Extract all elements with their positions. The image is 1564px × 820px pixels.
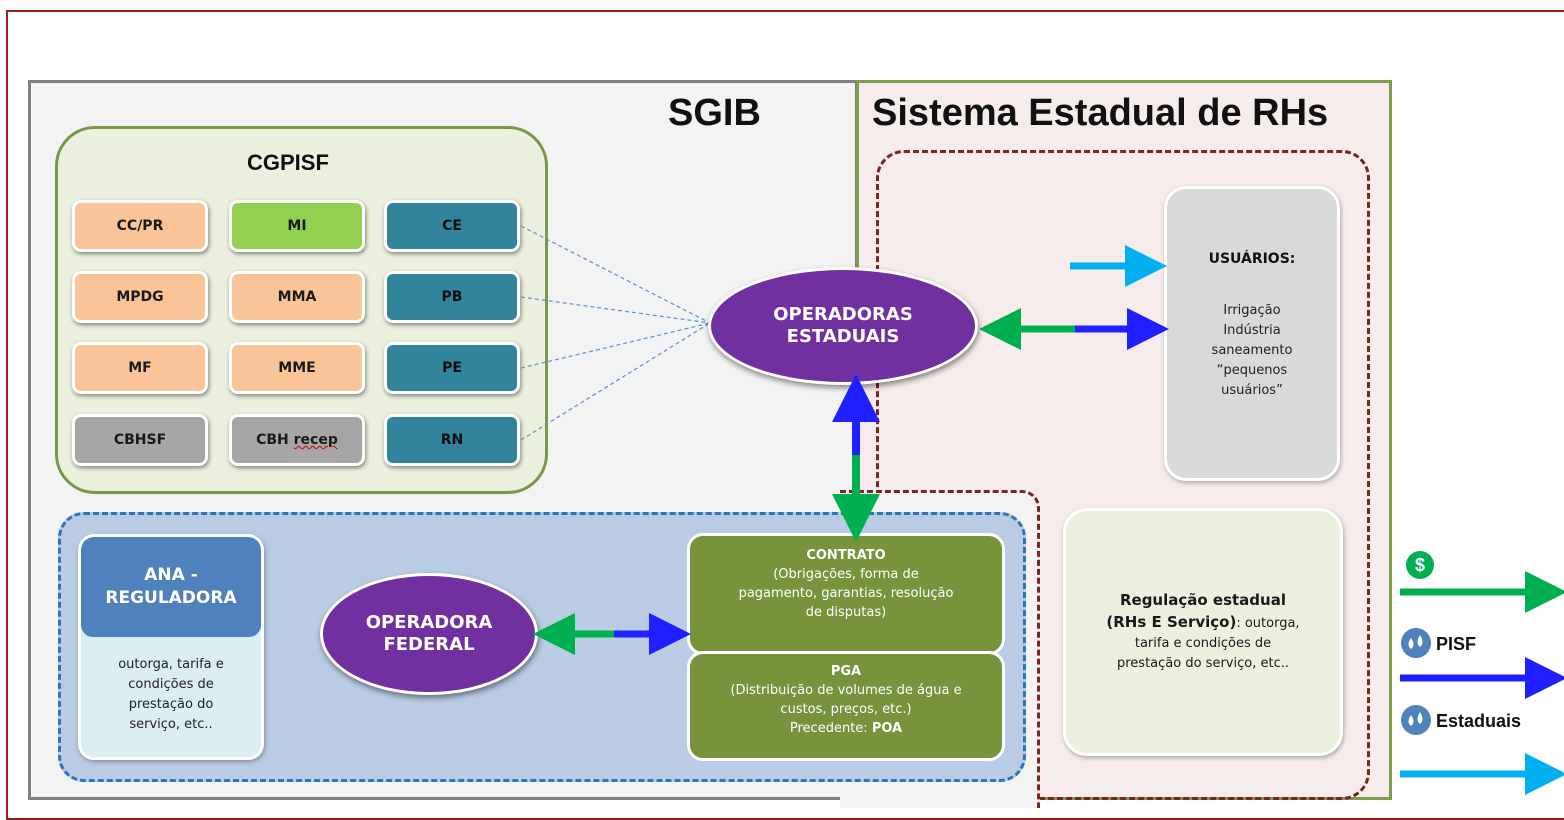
dashed-link-ce — [520, 225, 711, 324]
member-box-rn: RN — [384, 414, 520, 466]
ana-reguladora-header: ANA -REGULADORA — [81, 537, 261, 637]
member-box-pb: PB — [384, 271, 520, 323]
member-box-cc-pr: CC/PR — [72, 200, 208, 252]
sgib-title: SGIB — [668, 92, 761, 134]
svg-text:Estaduais: Estaduais — [1436, 711, 1521, 731]
dashed-link-pb — [520, 296, 711, 324]
dashed-link-rn — [520, 322, 711, 441]
member-box-mf: MF — [72, 342, 208, 394]
legend-estaduais: Estaduais — [1400, 705, 1564, 795]
usuarios-title: USUÁRIOS: — [1208, 251, 1296, 267]
usuarios-list: Irrigação Indústria saneamento “pequenos… — [1211, 303, 1293, 398]
svg-text:$: $ — [1415, 555, 1425, 575]
sistema-estadual-title: Sistema Estadual de RHs — [872, 92, 1329, 134]
state-dashed-region — [876, 150, 1370, 800]
dollar-icon — [1406, 551, 1434, 579]
dashed-link-pe — [520, 322, 711, 369]
regulacao-estadual-box: Regulação estadual (RHs E Serviço): outo… — [1063, 508, 1343, 756]
contrato-box: CONTRATO (Obrigações, forma de pagamento… — [687, 533, 1005, 655]
member-box-mpdg: MPDG — [72, 271, 208, 323]
ana-description: outorga, tarifa e condições de prestação… — [118, 657, 224, 732]
member-box-pe: PE — [384, 342, 520, 394]
usuarios-box: USUÁRIOS: Irrigação Indústria saneamento… — [1164, 186, 1340, 481]
member-box-cbhsf: CBHSF — [72, 414, 208, 466]
member-box-mme: MME — [229, 342, 365, 394]
pga-box: PGA (Distribuição de volumes de água e c… — [687, 651, 1005, 761]
legend-pisf: PISF — [1400, 628, 1564, 699]
member-box-mma: MMA — [229, 271, 365, 323]
member-box-cbh-recep: CBH recep — [229, 414, 365, 466]
water-drops-icon-2 — [1401, 705, 1431, 735]
svg-text:PISF: PISF — [1436, 634, 1476, 654]
water-drops-icon — [1401, 628, 1431, 658]
member-box-mi: MI — [229, 200, 365, 252]
ana-reguladora-box: ANA -REGULADORA outorga, tarifa e condiç… — [78, 534, 264, 760]
legend-dollar: $ — [1400, 551, 1564, 613]
member-box-ce: CE — [384, 200, 520, 252]
cgpisf-title: CGPISF — [247, 150, 329, 175]
